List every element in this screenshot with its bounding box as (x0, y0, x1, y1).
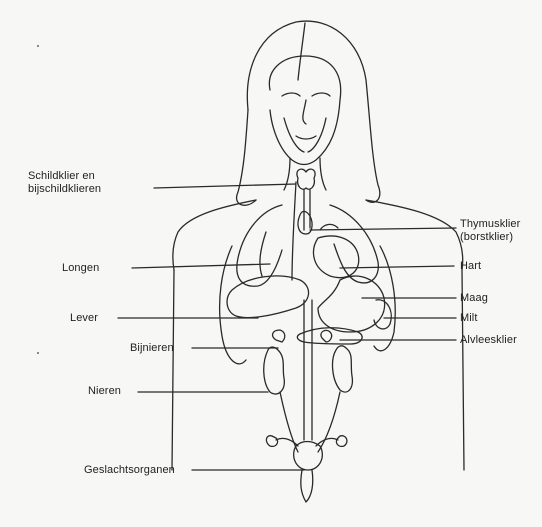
right-kidney (333, 346, 353, 392)
leader-thyroid (154, 184, 296, 188)
esophagus (292, 182, 296, 280)
left-ovary (266, 436, 277, 447)
label-adrenals: Bijnieren (130, 342, 174, 355)
leader-lungs (132, 264, 270, 268)
nose (303, 100, 306, 124)
aorta (304, 300, 312, 440)
trachea (304, 190, 310, 230)
label-genitals: Geslachtsorganen (84, 464, 175, 477)
label-thymus: Thymusklier (borstklier) (460, 218, 520, 244)
label-heart: Hart (460, 260, 481, 273)
right-lung (330, 205, 378, 283)
left-eye (282, 93, 300, 96)
vaginal-canal (301, 470, 313, 502)
liver (227, 276, 308, 318)
fallopian-tubes (276, 438, 338, 446)
face-outline (269, 56, 340, 165)
neck-right (320, 158, 326, 190)
hair-outline (247, 21, 379, 202)
label-kidneys: Nieren (88, 385, 121, 398)
hair-part (298, 23, 305, 80)
speck (37, 352, 39, 354)
neck-left (284, 158, 290, 190)
leader-thymus (310, 228, 456, 230)
heart (314, 236, 359, 278)
label-pancreas: Alvleesklier (460, 334, 517, 347)
left-adrenal (273, 330, 285, 342)
right-adrenal (321, 330, 332, 342)
lung-left-inner (260, 232, 266, 276)
label-liver: Lever (70, 312, 98, 325)
right-shoulder (366, 200, 463, 270)
body-left-side (172, 270, 174, 470)
right-eye (312, 93, 330, 96)
label-spleen: Milt (460, 312, 478, 325)
left-arm (220, 246, 246, 364)
label-stomach: Maag (460, 292, 488, 305)
right-ovary (336, 436, 347, 447)
left-kidney (264, 347, 285, 394)
thyroid-gland (297, 169, 315, 189)
left-shoulder (173, 200, 256, 270)
left-lung (237, 205, 282, 286)
speck (37, 45, 39, 47)
pancreas (297, 328, 362, 344)
label-thyroid: Schildklier en bijschildklieren (28, 170, 101, 196)
label-lungs: Longen (62, 262, 99, 275)
mouth (296, 136, 316, 139)
hair-outline-left (237, 110, 256, 205)
